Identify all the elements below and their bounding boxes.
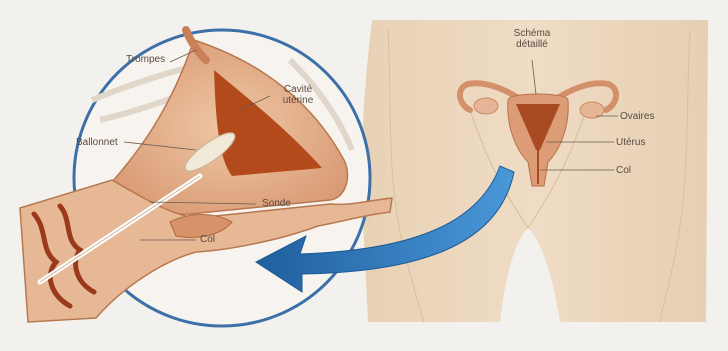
label-schema-line1: Schéma: [504, 28, 560, 39]
label-col-body: Col: [616, 165, 631, 176]
label-ballonnet: Ballonnet: [76, 137, 118, 148]
label-uterus: Utérus: [616, 137, 645, 148]
label-cavite-line1: Cavité: [270, 84, 326, 95]
label-sonde: Sonde: [262, 198, 291, 209]
label-cavite-line2: utérine: [270, 95, 326, 106]
label-ovaires: Ovaires: [620, 111, 654, 122]
zoom-view: [20, 30, 392, 326]
ovary-left: [474, 98, 498, 114]
label-col-zoom: Col: [200, 234, 215, 245]
label-schema-line2: détaillé: [504, 39, 560, 50]
label-cavite: Cavité utérine: [270, 84, 326, 106]
body-figure: [362, 20, 708, 322]
label-schema: Schéma détaillé: [504, 28, 560, 50]
label-trompes: Trompes: [126, 54, 165, 65]
